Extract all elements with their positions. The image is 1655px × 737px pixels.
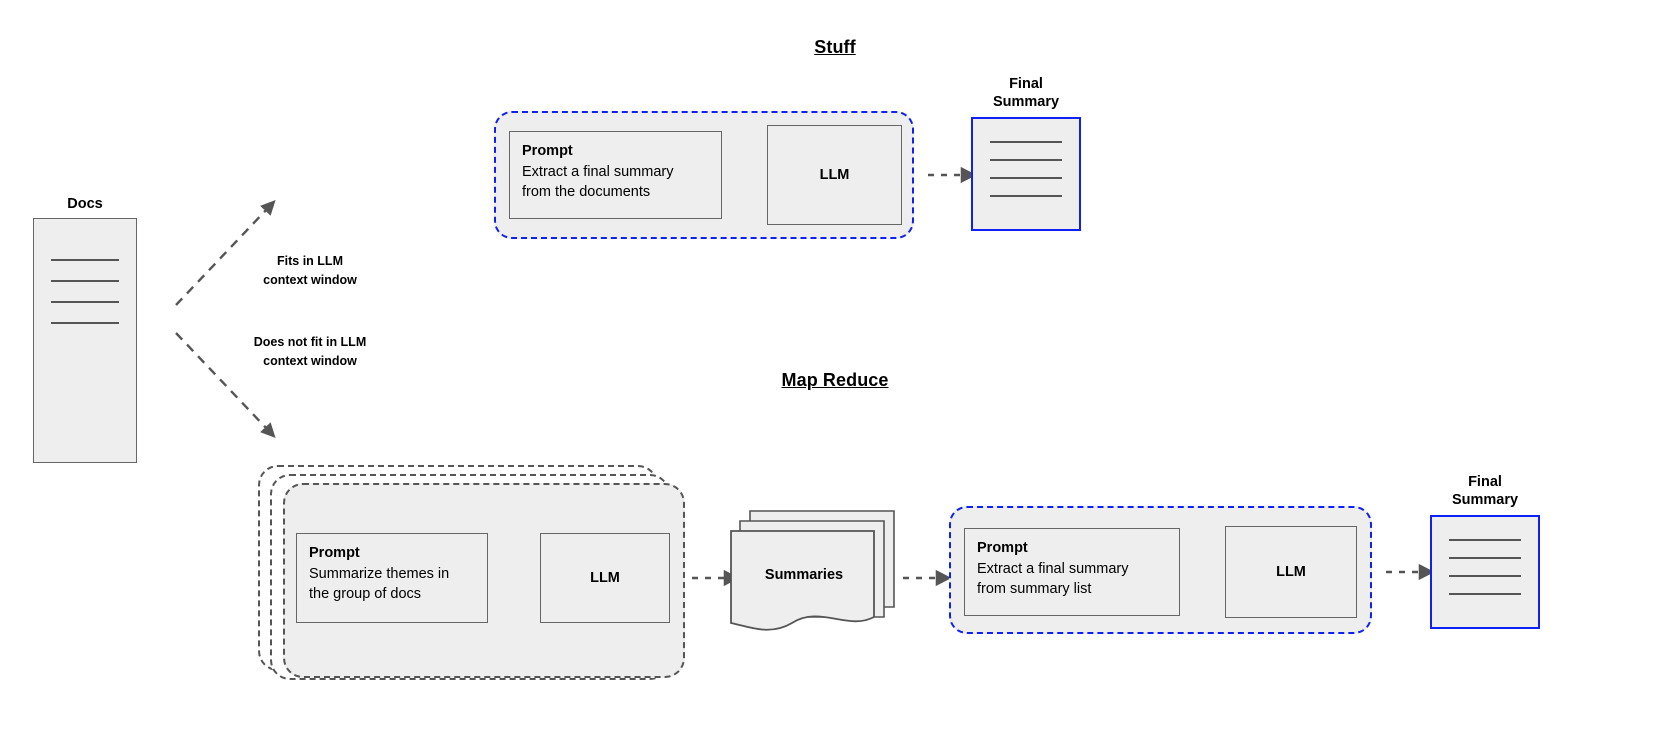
stuff-llm-label: LLM bbox=[819, 167, 850, 183]
reduce-llm-label: LLM bbox=[1276, 564, 1306, 580]
mapreduce-final-caption-line2: Summary bbox=[1451, 492, 1519, 508]
branch-label-fits-line1: Fits in LLM bbox=[277, 254, 343, 268]
branch-label-nofit: Does not fit in LLM context window bbox=[175, 333, 445, 371]
reduce-prompt-text: Extract a final summary from summary lis… bbox=[977, 561, 1129, 597]
reduce-llm-box: LLM bbox=[1225, 526, 1357, 618]
stuff-prompt-title: Prompt bbox=[522, 143, 573, 159]
stuff-prompt-box: Prompt Extract a final summary from the … bbox=[509, 131, 722, 219]
section-title-stuff: Stuff bbox=[814, 37, 856, 57]
stuff-final-caption-line2: Summary bbox=[992, 94, 1060, 110]
reduce-prompt-box: Prompt Extract a final summary from summ… bbox=[964, 528, 1180, 616]
map-llm-label: LLM bbox=[590, 570, 620, 586]
stuff-final-summary-caption: Final Summary bbox=[971, 75, 1081, 111]
branch-label-fits: Fits in LLM context window bbox=[200, 252, 420, 290]
mapreduce-final-ruled-lines bbox=[1432, 539, 1538, 595]
map-llm-box: LLM bbox=[540, 533, 670, 623]
map-prompt-text: Summarize themes in the group of docs bbox=[309, 566, 450, 602]
docs-ruled-lines bbox=[34, 259, 136, 324]
branch-label-nofit-line2: context window bbox=[263, 354, 357, 368]
mapreduce-final-summary-caption: Final Summary bbox=[1430, 473, 1540, 509]
docs-box bbox=[33, 218, 137, 463]
branch-label-nofit-line1: Does not fit in LLM bbox=[253, 335, 367, 349]
stuff-llm-box: LLM bbox=[767, 125, 902, 225]
map-prompt-title: Prompt bbox=[309, 545, 360, 561]
stuff-final-ruled-lines bbox=[973, 141, 1079, 197]
summaries-doc-icon bbox=[730, 510, 895, 631]
summaries-label: Summaries bbox=[764, 567, 844, 583]
summaries-stack: Summaries bbox=[728, 505, 900, 635]
stuff-final-summary-box bbox=[971, 117, 1081, 231]
mapreduce-final-caption-line1: Final bbox=[1468, 474, 1502, 490]
mapreduce-final-summary-box bbox=[1430, 515, 1540, 629]
docs-label: Docs bbox=[67, 196, 103, 212]
stuff-prompt-text: Extract a final summary from the documen… bbox=[522, 164, 674, 200]
section-title-map-reduce: Map Reduce bbox=[781, 370, 889, 390]
stuff-final-caption-line1: Final bbox=[1009, 76, 1043, 92]
branch-label-fits-line2: context window bbox=[263, 273, 357, 287]
reduce-prompt-title: Prompt bbox=[977, 540, 1028, 556]
map-prompt-box: Prompt Summarize themes in the group of … bbox=[296, 533, 488, 623]
